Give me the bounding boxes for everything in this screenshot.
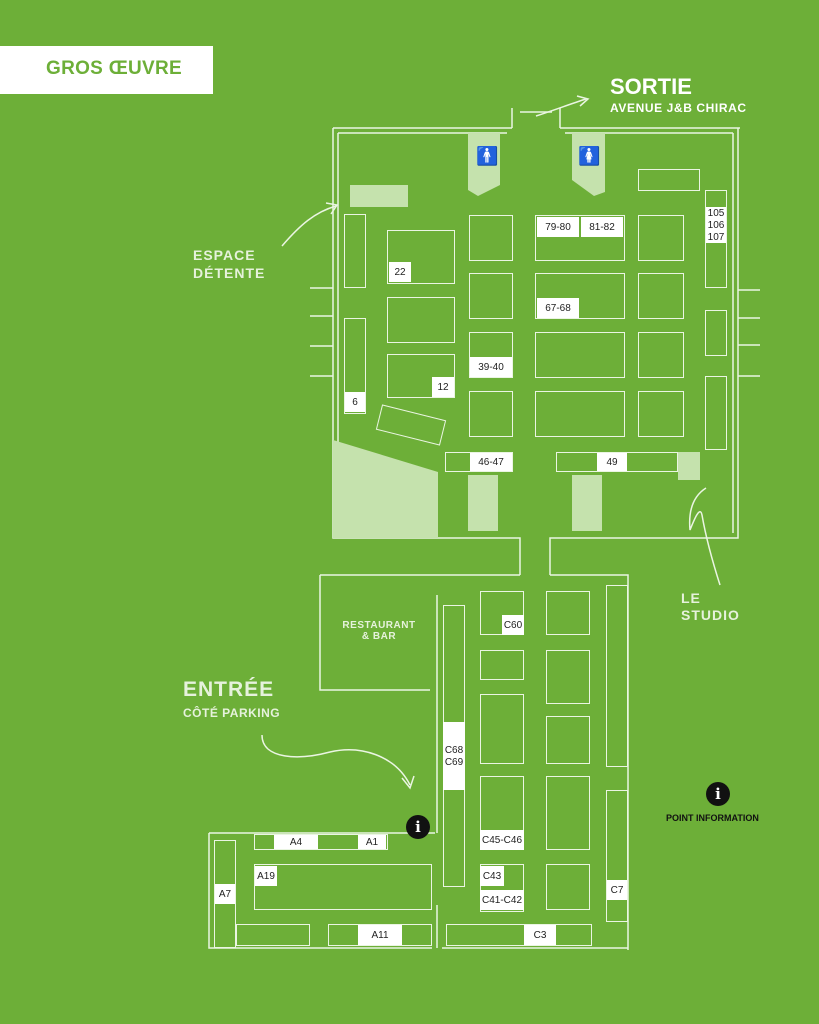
booth[interactable] (535, 332, 625, 378)
le-studio-zone (678, 452, 700, 480)
espace-detente-label-2: DÉTENTE (193, 265, 266, 281)
restaurant-label-1: RESTAURANT (342, 620, 416, 631)
stand-106[interactable]: 106 (706, 219, 726, 231)
stand-a4[interactable]: A4 (274, 835, 318, 849)
stand-49[interactable]: 49 (597, 453, 627, 471)
stand-c41-c42[interactable]: C41-C42 (480, 890, 524, 910)
stand-46-47[interactable]: 46-47 (470, 453, 512, 471)
booth[interactable] (705, 310, 727, 356)
booth[interactable] (387, 354, 455, 398)
info-icon[interactable]: i (706, 782, 730, 806)
stand-79-80[interactable]: 79-80 (537, 217, 579, 237)
stand-6[interactable]: 6 (345, 392, 365, 412)
info-icon[interactable]: i (406, 815, 430, 839)
booth[interactable] (254, 864, 432, 910)
booth[interactable] (387, 230, 455, 284)
booth[interactable] (546, 864, 590, 910)
stand-a19[interactable]: A19 (255, 866, 277, 886)
stair-left (468, 475, 498, 531)
booth[interactable] (344, 214, 366, 288)
stand-a11[interactable]: A11 (358, 925, 402, 945)
booth[interactable] (606, 790, 628, 922)
booth[interactable] (344, 318, 366, 414)
entree-sublabel: CÔTÉ PARKING (183, 706, 281, 720)
entree-label: ENTRÉE (183, 678, 275, 701)
restaurant-label-2: & BAR (361, 631, 397, 642)
booth[interactable] (546, 776, 590, 850)
stand-a1[interactable]: A1 (358, 835, 386, 849)
booth[interactable] (469, 215, 513, 261)
booth[interactable] (445, 452, 513, 472)
booth[interactable] (535, 391, 625, 437)
booth[interactable] (469, 391, 513, 437)
sortie-sublabel: AVENUE J&B CHIRAC (610, 101, 747, 115)
stand-c68-c69-block (443, 722, 465, 790)
booth[interactable] (236, 924, 310, 946)
booth[interactable] (546, 650, 590, 704)
booth[interactable] (638, 332, 684, 378)
stand-c43[interactable]: C43 (480, 866, 504, 886)
booth[interactable] (638, 169, 700, 191)
stand-c45-c46[interactable]: C45-C46 (480, 830, 524, 850)
stand-a7[interactable]: A7 (215, 884, 235, 904)
le-studio-label-2: STUDIO (681, 607, 740, 623)
point-information-label: POINT INFORMATION (666, 813, 759, 823)
booth[interactable] (254, 834, 388, 850)
stand-39-40[interactable]: 39-40 (470, 357, 512, 377)
booth[interactable] (446, 924, 592, 946)
booth[interactable] (705, 190, 727, 288)
page-title: GROS ŒUVRE (46, 58, 183, 79)
booth[interactable] (638, 391, 684, 437)
stand-22[interactable]: 22 (389, 262, 411, 282)
booth[interactable] (535, 273, 625, 319)
stand-67-68[interactable]: 67-68 (537, 298, 579, 318)
booth[interactable] (214, 840, 236, 948)
booth[interactable] (480, 864, 524, 912)
booth[interactable] (606, 585, 628, 767)
booth[interactable] (705, 376, 727, 450)
toilet-women-icon: 🚺 (578, 146, 601, 166)
booth[interactable] (480, 650, 524, 680)
stand-c69-text: C69 (444, 756, 464, 768)
booth[interactable] (535, 215, 625, 261)
le-studio-label-1: LE (681, 590, 701, 606)
sortie-label: SORTIE (610, 74, 692, 99)
stand-c68-text: C68 (444, 744, 464, 756)
espace-detente-label-1: ESPACE (193, 247, 256, 263)
stand-c3[interactable]: C3 (524, 925, 556, 945)
stand-81-82[interactable]: 81-82 (581, 217, 623, 237)
booth[interactable] (546, 716, 590, 764)
booth[interactable] (638, 215, 684, 261)
stand-12[interactable]: 12 (432, 377, 454, 397)
booth[interactable] (546, 591, 590, 635)
stair-right (572, 475, 602, 531)
stand-107[interactable]: 107 (706, 231, 726, 243)
toilet-men-icon: 🚹 (476, 146, 499, 166)
booth[interactable] (387, 297, 455, 343)
booth[interactable] (638, 273, 684, 319)
stand-c60[interactable]: C60 (502, 615, 524, 635)
stand-105[interactable]: 105 (706, 207, 726, 219)
espace-detente-bar (350, 185, 408, 207)
booth[interactable] (480, 694, 524, 764)
stand-c7[interactable]: C7 (607, 880, 627, 900)
booth[interactable] (469, 332, 513, 378)
booth[interactable] (556, 452, 678, 472)
header-tab (0, 46, 213, 94)
booth[interactable] (328, 924, 432, 946)
booth[interactable] (469, 273, 513, 319)
